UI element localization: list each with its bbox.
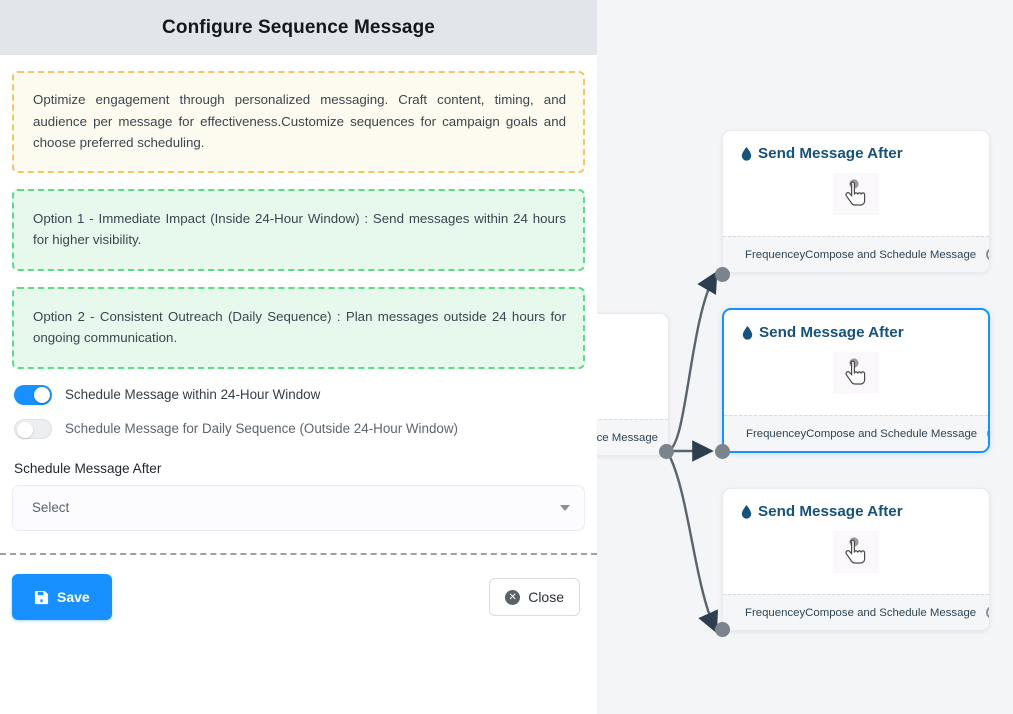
node-output-port[interactable] xyxy=(987,427,988,440)
save-button[interactable]: Save xyxy=(12,574,112,620)
flow-edges xyxy=(665,270,718,634)
node-send-message-after-3[interactable]: Send Message After Frequencey Compose an… xyxy=(722,488,990,631)
node-title-row: Send Message After xyxy=(723,489,989,520)
node-title-row: Send Message After xyxy=(723,131,989,162)
close-button[interactable]: ✕ Close xyxy=(489,578,580,616)
node-footer-frequency-label: Frequencey xyxy=(746,427,807,440)
water-drop-icon xyxy=(741,504,752,519)
pointing-hand-icon xyxy=(833,352,879,394)
info-note: Optimize engagement through personalized… xyxy=(12,71,585,173)
node-3-input-port[interactable] xyxy=(715,622,730,637)
node-body: Send Message After xyxy=(723,131,989,236)
node-title-row: Send Message After xyxy=(724,310,988,341)
toggle-daily-sequence-switch[interactable] xyxy=(14,418,52,439)
toggle-knob xyxy=(17,421,33,438)
node-title: Send Message After xyxy=(759,324,904,341)
node-body: Send Message After xyxy=(724,310,988,415)
toggle-within-24h-switch[interactable] xyxy=(14,384,52,405)
page-title: Configure Sequence Message xyxy=(162,16,435,38)
toggle-within-24h-label: Schedule Message within 24-Hour Window xyxy=(65,387,321,403)
panel-header: Configure Sequence Message xyxy=(0,0,597,55)
node-footer: Frequencey Compose and Schedule Message xyxy=(723,594,989,630)
upstream-node-output-port[interactable] xyxy=(659,444,674,459)
save-floppy-icon xyxy=(34,590,49,604)
pointing-hand-icon xyxy=(833,531,879,573)
node-footer-compose-label: Compose and Schedule Message xyxy=(806,427,978,440)
close-button-label: Close xyxy=(528,589,564,605)
node-2-input-port[interactable] xyxy=(715,444,730,459)
schedule-message-after-label: Schedule Message After xyxy=(14,460,162,476)
toggle-daily-sequence-label: Schedule Message for Daily Sequence (Out… xyxy=(65,421,458,437)
node-footer-frequency-label: Frequencey xyxy=(745,606,806,619)
schedule-message-after-select[interactable]: Select xyxy=(12,484,585,531)
schedule-message-after-value: Select xyxy=(32,500,70,516)
pointing-hand-icon xyxy=(833,173,879,215)
upstream-node-body xyxy=(597,314,668,419)
node-footer: Frequencey Compose and Schedule Message xyxy=(723,236,989,272)
footer-divider xyxy=(0,553,597,555)
close-circle-icon: ✕ xyxy=(505,589,521,605)
water-drop-icon xyxy=(741,146,752,161)
node-title: Send Message After xyxy=(758,145,903,162)
node-footer-compose-label: Compose and Schedule Message xyxy=(805,606,977,619)
water-drop-icon xyxy=(742,325,753,340)
node-body: Send Message After xyxy=(723,489,989,594)
upstream-node-footer: ce Message xyxy=(597,419,668,455)
node-1-input-port[interactable] xyxy=(715,267,730,282)
node-footer-frequency-label: Frequencey xyxy=(745,248,806,261)
option-1-note: Option 1 - Immediate Impact (Inside 24-H… xyxy=(12,188,585,271)
flow-canvas[interactable]: ce Message Send Message After Frequencey… xyxy=(597,0,1013,714)
toggle-row-daily-sequence[interactable]: Schedule Message for Daily Sequence (Out… xyxy=(12,418,585,439)
node-footer-compose-label: Compose and Schedule Message xyxy=(805,248,977,261)
option-2-note: Option 2 - Consistent Outreach (Daily Se… xyxy=(12,286,585,369)
save-button-label: Save xyxy=(57,589,90,605)
configure-sequence-panel: Configure Sequence Message Optimize enga… xyxy=(0,0,597,627)
node-title: Send Message After xyxy=(758,503,903,520)
chevron-down-icon xyxy=(560,504,570,511)
edge-to-node-1 xyxy=(666,270,718,453)
panel-footer: Save ✕ Close xyxy=(0,567,597,627)
toggle-row-within-24h[interactable]: Schedule Message within 24-Hour Window xyxy=(12,384,585,405)
panel-body: Optimize engagement through personalized… xyxy=(0,55,597,531)
node-send-message-after-1[interactable]: Send Message After Frequencey Compose an… xyxy=(722,130,990,273)
edge-to-node-3 xyxy=(665,450,718,634)
node-footer: Frequencey Compose and Schedule Message xyxy=(724,415,988,451)
upstream-node-partial[interactable]: ce Message xyxy=(597,313,669,456)
node-output-port[interactable] xyxy=(986,248,989,261)
toggle-knob xyxy=(34,386,50,403)
node-output-port[interactable] xyxy=(986,606,989,619)
node-send-message-after-2[interactable]: Send Message After Frequencey Compose an… xyxy=(722,308,990,453)
